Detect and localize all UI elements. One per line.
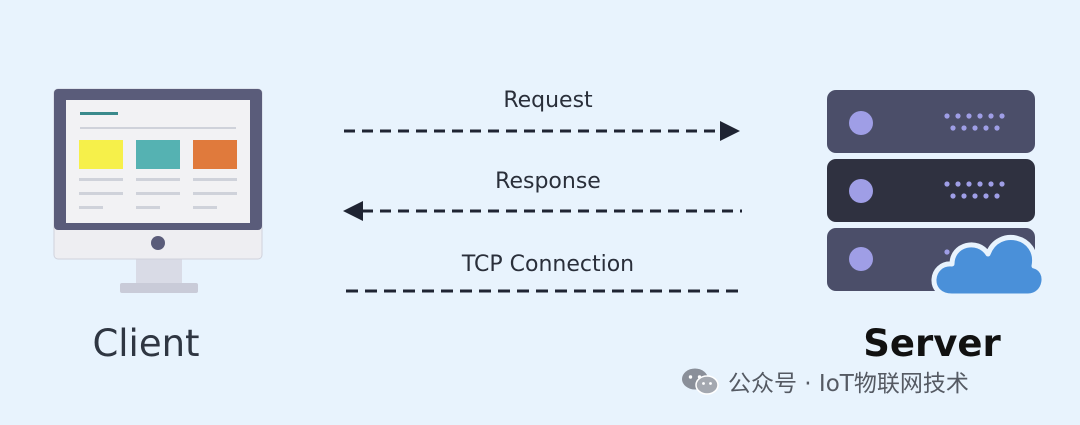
arrowhead-left-icon bbox=[343, 201, 363, 221]
vent-dot bbox=[988, 181, 994, 187]
response-arrow bbox=[343, 201, 742, 221]
response-label: Response bbox=[495, 169, 601, 194]
screen-text-line bbox=[136, 206, 160, 209]
vent-dot bbox=[977, 113, 983, 119]
screen-text-line bbox=[79, 192, 123, 195]
monitor-base bbox=[120, 283, 198, 293]
server-unit bbox=[827, 90, 1035, 153]
monitor-power-button bbox=[151, 236, 165, 250]
server-led bbox=[849, 111, 873, 135]
vent-dot bbox=[944, 113, 950, 119]
vent-dot bbox=[983, 193, 989, 199]
vent-dot bbox=[994, 125, 1000, 131]
vent-dot bbox=[972, 125, 978, 131]
vent-dot bbox=[950, 125, 956, 131]
screen-text-line bbox=[136, 192, 180, 195]
screen-tile-yellow bbox=[79, 140, 123, 169]
screen-tile-teal bbox=[136, 140, 180, 169]
server-rack-icon bbox=[827, 90, 1047, 299]
vent-dot bbox=[977, 181, 983, 187]
vent-dot bbox=[950, 193, 956, 199]
monitor-stand bbox=[136, 258, 182, 286]
screen-text-line bbox=[79, 206, 103, 209]
vent-dot bbox=[961, 125, 967, 131]
client-monitor-icon bbox=[53, 88, 263, 293]
vent-dot bbox=[999, 113, 1005, 119]
vent-dot bbox=[988, 113, 994, 119]
arrowhead-right-icon bbox=[720, 121, 740, 141]
vent-dot bbox=[999, 181, 1005, 187]
watermark: 公众号 · IoT物联网技术 bbox=[680, 366, 969, 397]
vent-dot bbox=[944, 249, 950, 255]
request-label: Request bbox=[503, 88, 593, 113]
server-label: Server bbox=[863, 322, 1001, 365]
vent-dot bbox=[983, 125, 989, 131]
screen-text-line bbox=[193, 192, 237, 195]
vent-dot bbox=[966, 181, 972, 187]
tcp-connection-label: TCP Connection bbox=[461, 252, 635, 277]
watermark-text: 公众号 · IoT物联网技术 bbox=[728, 371, 969, 397]
server-vent-dots bbox=[944, 113, 1005, 255]
vent-dot bbox=[955, 113, 961, 119]
screen-text-line bbox=[136, 178, 180, 181]
screen-heading-bar bbox=[80, 112, 118, 115]
vent-dot bbox=[994, 193, 1000, 199]
vent-dot bbox=[955, 181, 961, 187]
server-unit bbox=[827, 159, 1035, 222]
vent-dot bbox=[966, 113, 972, 119]
wechat-icon bbox=[682, 368, 719, 395]
screen-text-line bbox=[193, 178, 237, 181]
screen-divider bbox=[80, 127, 236, 129]
screen-tile-orange bbox=[193, 140, 237, 169]
request-arrow bbox=[344, 121, 740, 141]
server-led bbox=[849, 247, 873, 271]
vent-dot bbox=[961, 193, 967, 199]
screen-text-line bbox=[79, 178, 123, 181]
cloud-icon bbox=[931, 235, 1047, 299]
server-led bbox=[849, 179, 873, 203]
vent-dot bbox=[944, 181, 950, 187]
screen-text-line bbox=[193, 206, 217, 209]
vent-dot bbox=[972, 193, 978, 199]
client-label: Client bbox=[92, 322, 200, 365]
